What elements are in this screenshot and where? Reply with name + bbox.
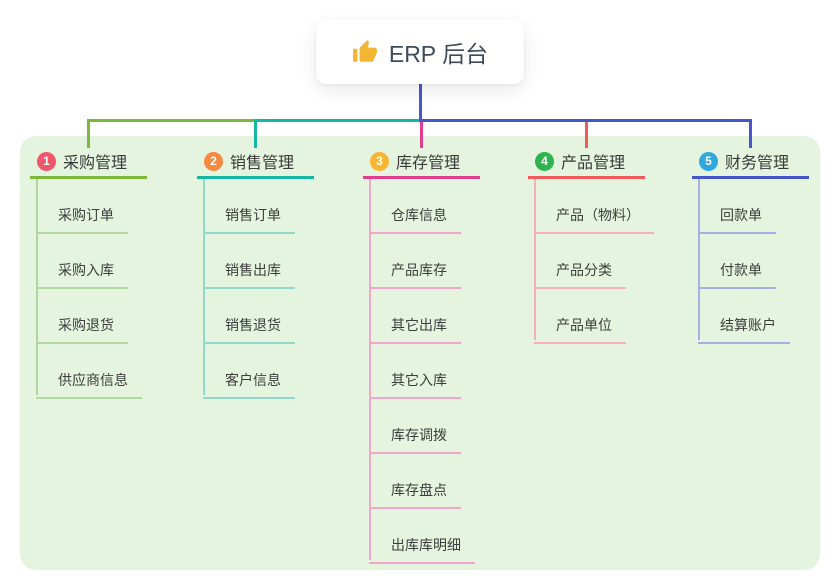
branch-label: 财务管理 [725,155,790,172]
leaf-node-label: 采购入库 [58,262,114,278]
branch-items: 产品（物料） 产品分类产品单位 [528,179,654,344]
leaf-node-label: 销售退货 [225,317,281,333]
root-node[interactable]: ERP 后台 [316,20,524,84]
branch-node[interactable]: 3 库存管理 [363,146,480,179]
branch-label: 库存管理 [396,155,461,172]
leaf-node[interactable]: 销售订单 [203,179,295,234]
branch-number-badge: 3 [370,151,389,171]
leaf-node-label: 采购退货 [58,317,114,333]
root-node-label: ERP 后台 [388,41,489,67]
leaf-node[interactable]: 出库库明细 [369,509,475,564]
leaf-node-label: 产品分类 [556,262,612,278]
leaf-node[interactable]: 付款单 [698,234,776,289]
leaf-node-label: 产品（物料） [556,207,640,223]
leaf-node-label: 产品单位 [556,317,612,333]
branch-column-3: 3 库存管理仓库信息产品库存其它出库其它入库库存调拨库存盘点出库库明细 [363,146,480,564]
leaf-node-label: 供应商信息 [58,372,128,388]
branches-panel [20,136,820,570]
branch-column-4: 4 产品管理产品（物料） 产品分类产品单位 [528,146,654,344]
branch-connector-line [698,179,700,340]
leaf-node[interactable]: 仓库信息 [369,179,461,234]
leaf-node-label: 结算账户 [720,317,776,333]
branch-column-5: 5 财务管理回款单付款单结算账户 [692,146,809,344]
connector-line [420,122,423,148]
branch-column-2: 2 销售管理销售订单销售出库销售退货客户信息 [197,146,314,399]
branch-label: 产品管理 [561,155,626,172]
leaf-node-label: 付款单 [720,262,762,278]
branch-connector-line [203,179,205,395]
leaf-node-label: 销售出库 [225,262,281,278]
branch-items: 采购订单采购入库采购退货供应商信息 [30,179,147,399]
leaf-node[interactable]: 产品库存 [369,234,461,289]
leaf-node[interactable]: 销售退货 [203,289,295,344]
branch-number-badge: 1 [37,151,56,171]
connector-line [749,119,752,148]
connector-line [254,119,422,122]
leaf-node[interactable]: 库存调拨 [369,399,461,454]
leaf-node[interactable]: 客户信息 [203,344,295,399]
leaf-node-label: 产品库存 [391,262,447,278]
branch-number-badge: 2 [204,151,223,171]
leaf-node[interactable]: 供应商信息 [36,344,142,399]
leaf-node[interactable]: 回款单 [698,179,776,234]
leaf-node[interactable]: 产品单位 [534,289,626,344]
branch-node[interactable]: 5 财务管理 [692,146,809,179]
leaf-node[interactable]: 产品（物料） [534,179,654,234]
leaf-node[interactable]: 采购退货 [36,289,128,344]
connector-line [254,119,257,148]
branch-connector-line [534,179,536,340]
leaf-node[interactable]: 销售出库 [203,234,295,289]
leaf-node-label: 客户信息 [225,372,281,388]
leaf-node-label: 其它入库 [391,372,447,388]
leaf-node-label: 库存盘点 [391,482,447,498]
leaf-node[interactable]: 其它出库 [369,289,461,344]
leaf-node[interactable]: 采购订单 [36,179,128,234]
branch-column-1: 1 采购管理采购订单采购入库采购退货供应商信息 [30,146,147,399]
branch-label: 销售管理 [230,155,295,172]
leaf-node[interactable]: 采购入库 [36,234,128,289]
branch-connector-line [369,179,371,560]
thumbs-up-icon [352,40,377,62]
leaf-node-label: 采购订单 [58,207,114,223]
branch-node[interactable]: 2 销售管理 [197,146,314,179]
leaf-node-label: 销售订单 [225,207,281,223]
branch-number-badge: 4 [535,151,554,171]
connector-line [87,119,90,148]
leaf-node-label: 回款单 [720,207,762,223]
connector-line [87,119,257,122]
leaf-node[interactable]: 结算账户 [698,289,790,344]
branch-number-badge: 5 [699,151,718,171]
branch-node[interactable]: 1 采购管理 [30,146,147,179]
branch-items: 回款单付款单结算账户 [692,179,809,344]
leaf-node[interactable]: 库存盘点 [369,454,461,509]
connector-line [419,84,422,122]
branch-items: 销售订单销售出库销售退货客户信息 [197,179,314,399]
leaf-node-label: 仓库信息 [391,207,447,223]
branch-connector-line [36,179,38,395]
connector-line [585,122,588,148]
leaf-node-label: 出库库明细 [391,537,461,553]
branch-node[interactable]: 4 产品管理 [528,146,645,179]
leaf-node-label: 其它出库 [391,317,447,333]
leaf-node-label: 库存调拨 [391,427,447,443]
branch-items: 仓库信息产品库存其它出库其它入库库存调拨库存盘点出库库明细 [363,179,480,564]
branch-label: 采购管理 [63,155,128,172]
leaf-node[interactable]: 其它入库 [369,344,461,399]
connector-line [419,119,752,122]
leaf-node[interactable]: 产品分类 [534,234,626,289]
